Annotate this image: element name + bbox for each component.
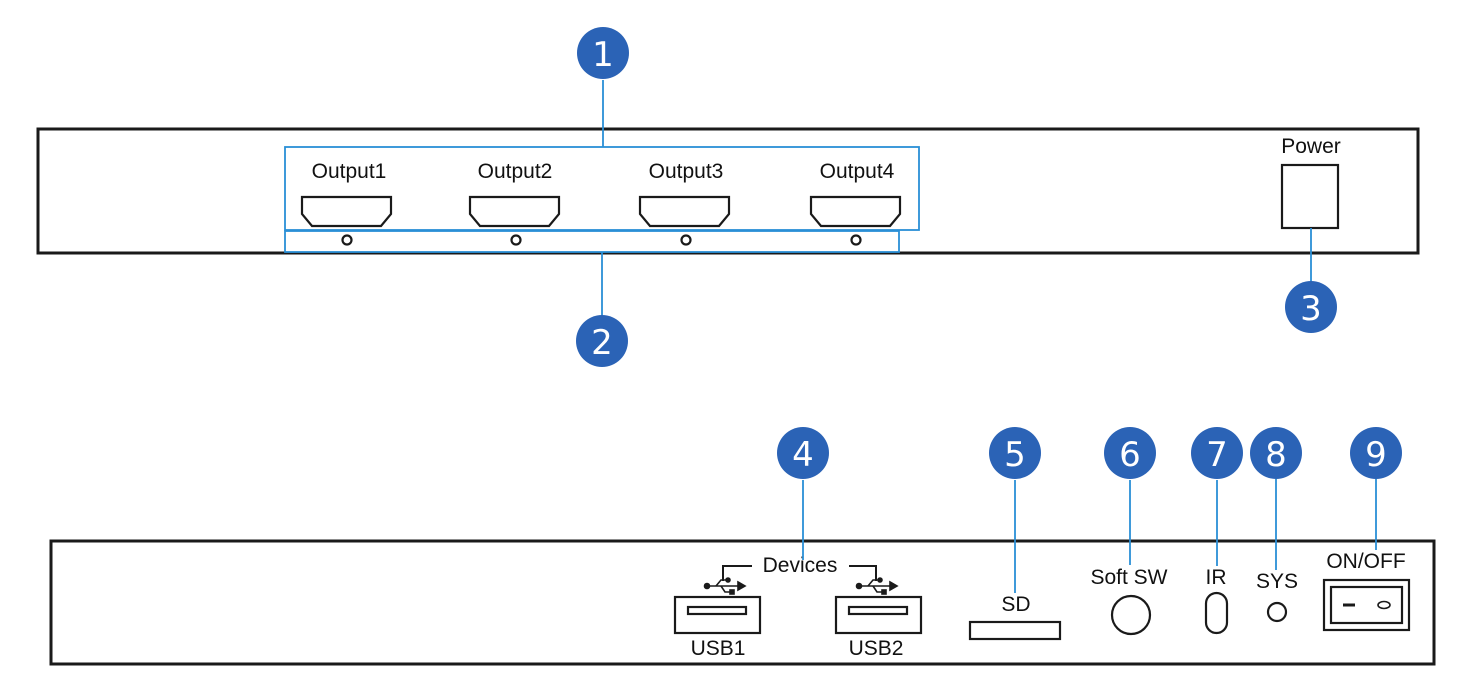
- output-led-1: [341, 234, 353, 246]
- usb2-label: USB2: [849, 637, 904, 660]
- usb-icon: [703, 577, 747, 595]
- devices-label: Devices: [763, 554, 838, 577]
- hdmi-port-icon: [468, 195, 561, 228]
- callout-badge-7: [1191, 427, 1243, 479]
- onoff-switch-rocker: [1329, 585, 1404, 625]
- soft-sw-label: Soft SW: [1090, 566, 1167, 589]
- callout-badge-5: [989, 427, 1041, 479]
- callout-number-4: 4: [792, 435, 814, 475]
- callout-number-6: 6: [1119, 435, 1141, 475]
- callout-number-2: 2: [591, 323, 613, 363]
- hdmi-port-icon: [300, 195, 393, 228]
- output-led-4: [850, 234, 862, 246]
- callout-badge-4: [777, 427, 829, 479]
- ir-receiver: [1204, 591, 1229, 635]
- usb1-port: USB1: [673, 595, 762, 660]
- output-label-3: Output3: [649, 160, 724, 183]
- callout-number-7: 7: [1206, 435, 1228, 475]
- sys-label: SYS: [1256, 570, 1298, 593]
- ir-label: IR: [1206, 566, 1227, 589]
- soft-switch-button: [1110, 594, 1152, 636]
- callout-number-9: 9: [1365, 435, 1387, 475]
- output-label-4: Output4: [820, 160, 895, 183]
- output-led-2: [510, 234, 522, 246]
- callout-badge-2: [576, 315, 628, 367]
- hdmi-port-icon: [809, 195, 902, 228]
- callout-number-3: 3: [1300, 289, 1322, 329]
- usb-port-icon: [834, 595, 923, 635]
- sd-label: SD: [1001, 593, 1030, 616]
- off-mark-icon: [1377, 600, 1391, 610]
- rear-panel: [49, 539, 1436, 666]
- output-label-2: Output2: [478, 160, 553, 183]
- usb2-port: USB2: [834, 595, 923, 660]
- callout-box-outputs: [284, 146, 920, 231]
- output-port-3: Output3: [638, 160, 731, 246]
- callout-badge-3: [1285, 281, 1337, 333]
- usb-icon: [855, 577, 899, 595]
- usb-port-slot: [847, 605, 909, 616]
- output-port-2: Output2: [468, 160, 561, 246]
- output-led-3: [680, 234, 692, 246]
- callout-badge-6: [1104, 427, 1156, 479]
- devices-bracket-left: [722, 565, 752, 581]
- output-port-4: Output4: [809, 160, 902, 246]
- callout-number-8: 8: [1265, 435, 1287, 475]
- callout-badge-1: [577, 27, 629, 79]
- callout-box-leds: [284, 230, 900, 253]
- sys-indicator-led: [1266, 601, 1288, 623]
- callout-number-5: 5: [1004, 435, 1026, 475]
- front-panel: [36, 127, 1420, 255]
- devices-bracket-right: [849, 565, 877, 581]
- onoff-label: ON/OFF: [1326, 550, 1405, 573]
- callout-badge-8: [1250, 427, 1302, 479]
- callout-number-1: 1: [592, 35, 614, 75]
- output-label-1: Output1: [312, 160, 387, 183]
- sd-card-slot: [968, 620, 1062, 641]
- usb1-label: USB1: [691, 637, 746, 660]
- hdmi-port-icon: [638, 195, 731, 228]
- power-label: Power: [1281, 135, 1341, 158]
- onoff-switch-outer: [1322, 578, 1411, 632]
- usb-port-icon: [673, 595, 762, 635]
- output-port-1: Output1: [300, 160, 393, 246]
- callout-badge-9: [1350, 427, 1402, 479]
- usb-port-slot: [686, 605, 748, 616]
- power-button: [1280, 163, 1340, 230]
